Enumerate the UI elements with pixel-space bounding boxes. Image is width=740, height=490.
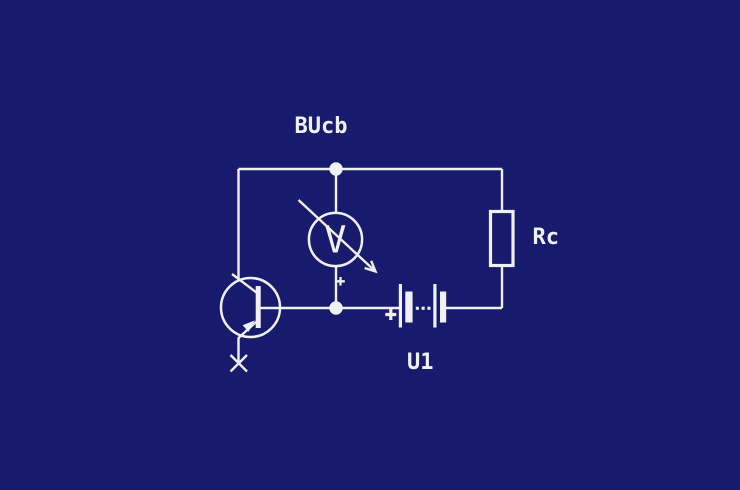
battery-link-dot-1 (415, 306, 419, 310)
junction-dot-bottom (329, 301, 343, 315)
battery-plate-long-2 (433, 284, 437, 328)
open-terminal-x-mark (229, 354, 248, 373)
transistor-base-bar (255, 286, 261, 328)
transistor-collector-line (231, 273, 258, 294)
battery-link-dot-3 (427, 306, 431, 310)
resistor-symbol (488, 209, 515, 268)
transistor-emitter-arrow (242, 320, 255, 332)
battery-plate-long-1 (398, 284, 402, 328)
battery-plate-short-2 (440, 291, 447, 323)
battery-symbol (385, 284, 447, 328)
battery-plate-short-1 (405, 291, 413, 323)
battery-link-dot-2 (421, 306, 425, 310)
voltmeter-plus-mark (336, 277, 345, 286)
voltmeter-circle (307, 211, 364, 268)
battery-label-u1: U1 (407, 350, 434, 375)
resistor-body (488, 209, 515, 268)
wires (237, 167, 504, 310)
battery-plus-mark (385, 309, 397, 320)
voltmeter-symbol: V (297, 199, 378, 286)
transistor-body-circle (219, 276, 282, 339)
voltmeter-variable-arrow-head (364, 260, 378, 274)
transistor-symbol (219, 273, 282, 373)
resistor-label-rc: Rc (533, 225, 560, 250)
net-label-bucb: BUcb (295, 114, 348, 139)
voltmeter-variable-arrow-line (297, 199, 377, 273)
junction-dot-top (329, 162, 343, 176)
